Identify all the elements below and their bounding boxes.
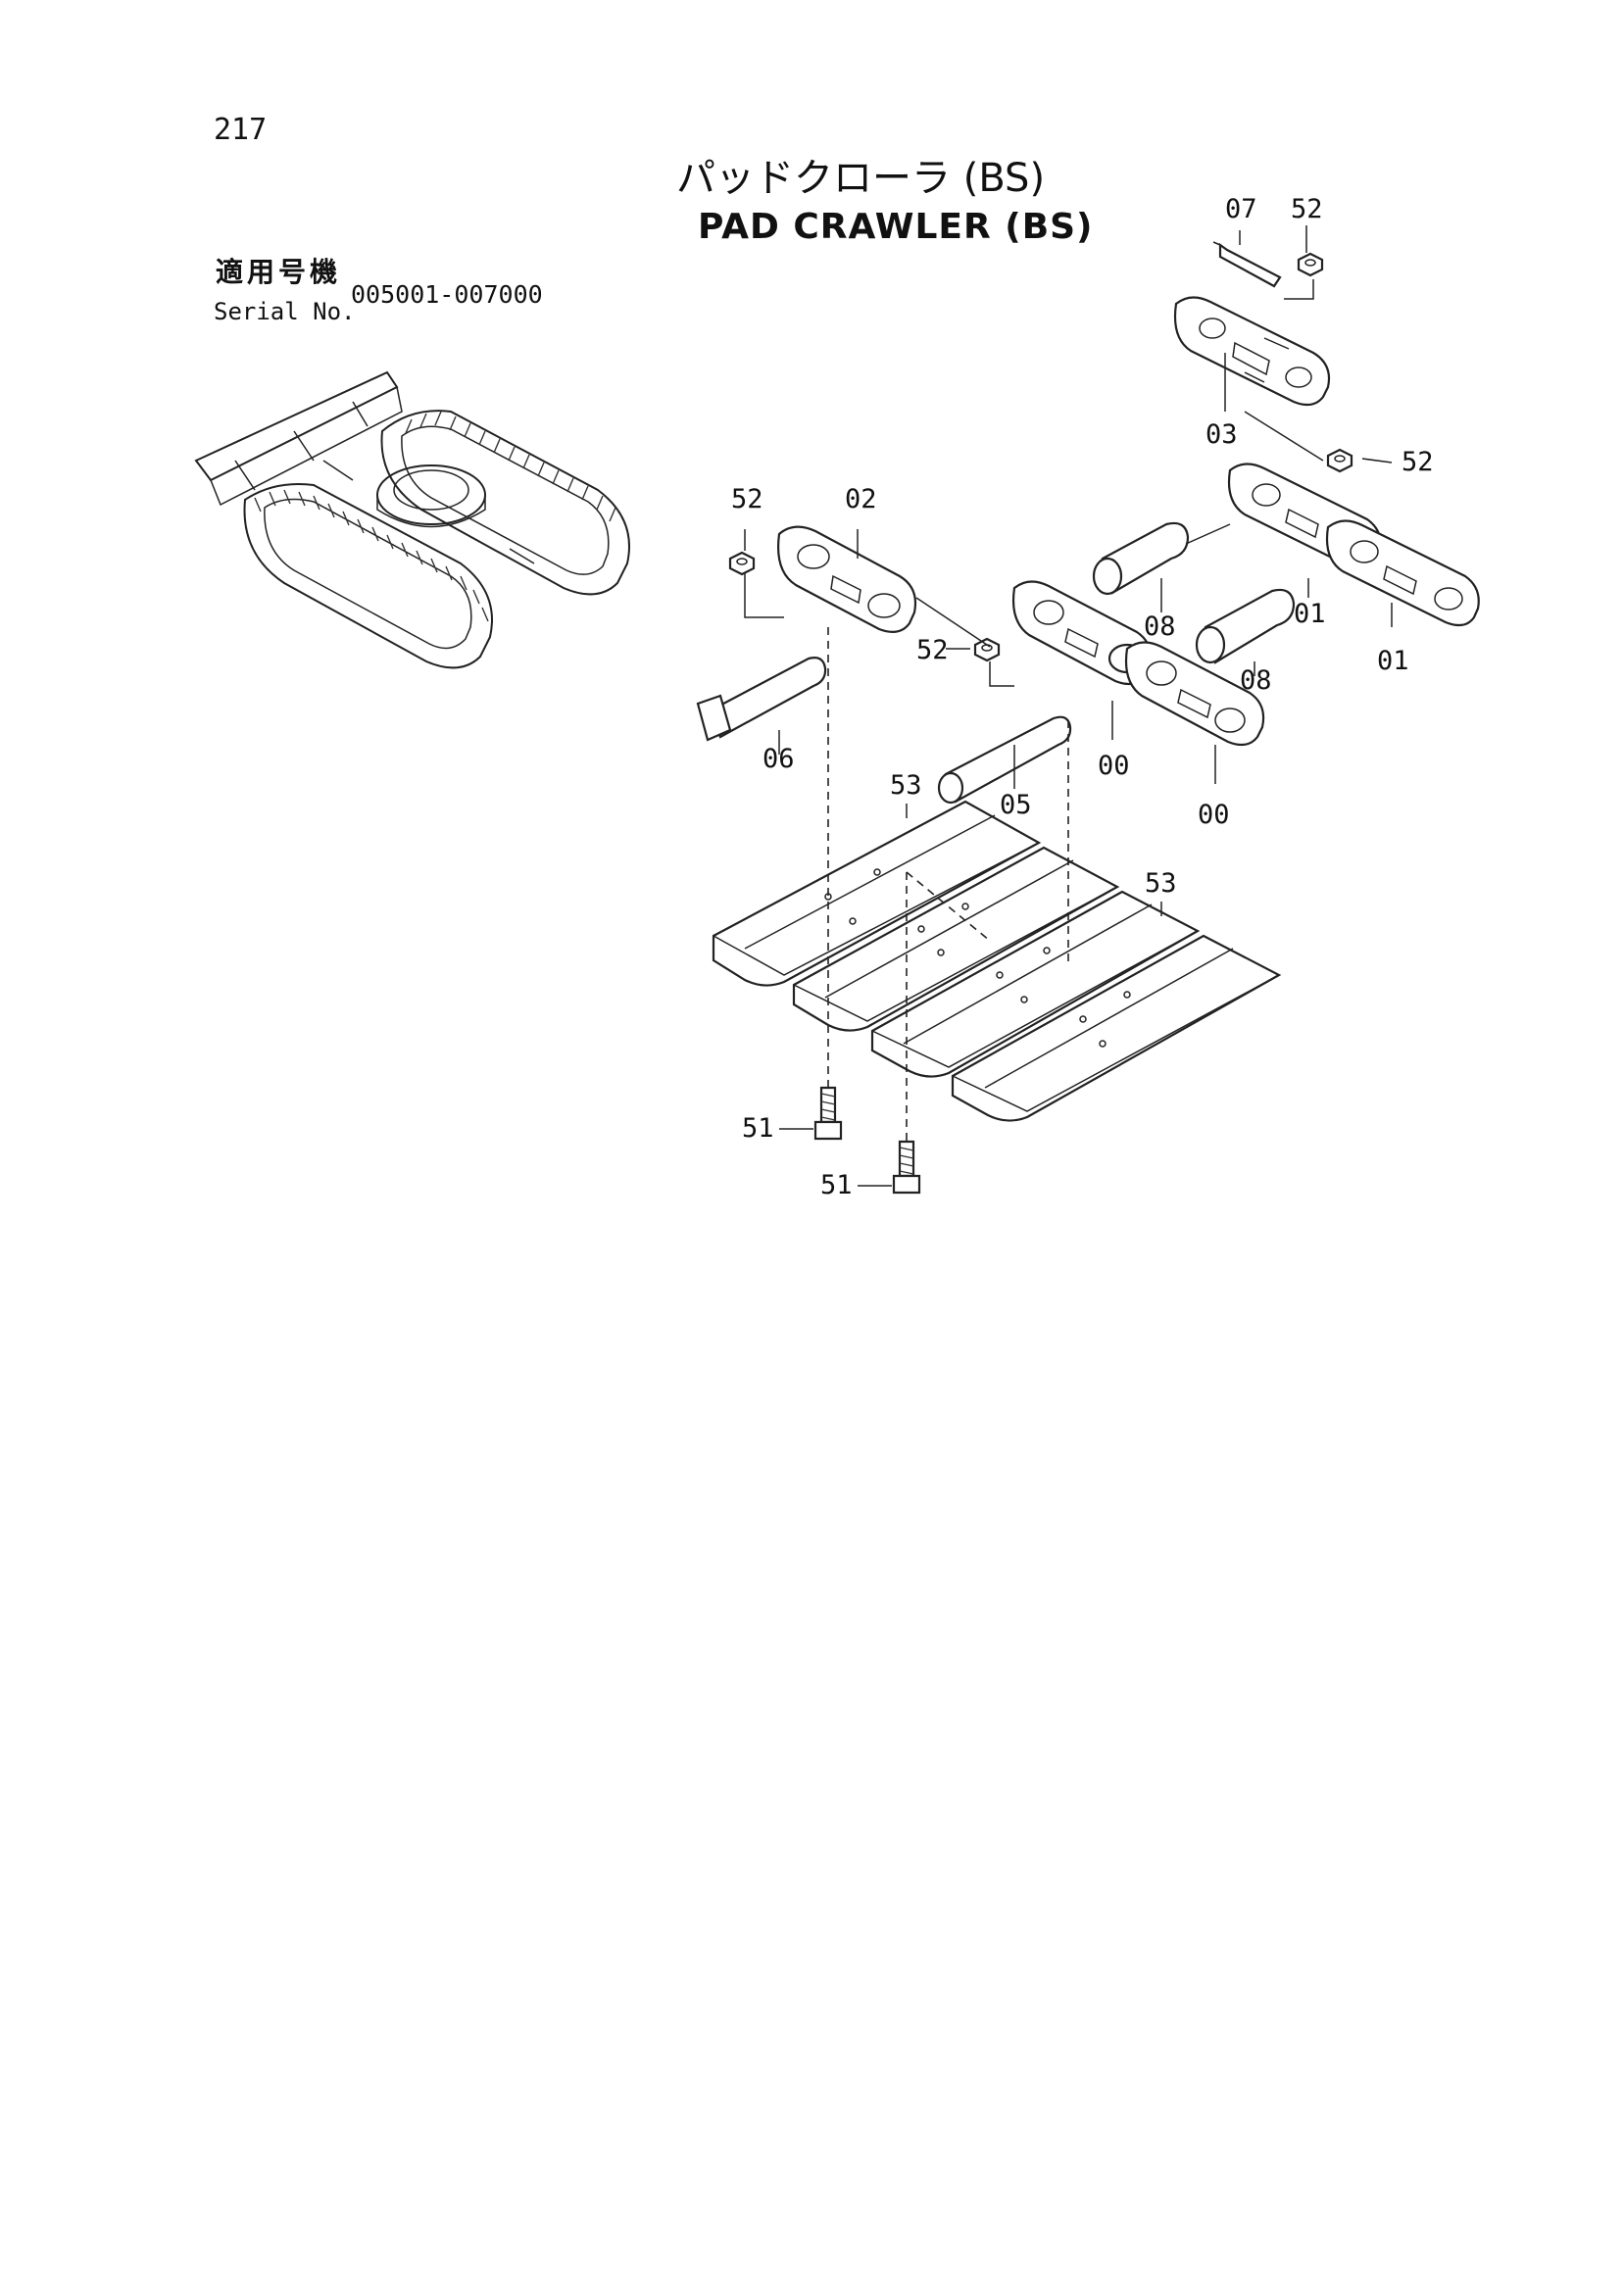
callout-02: 02 <box>845 484 877 514</box>
page-title-english: PAD CRAWLER (BS) <box>698 207 1094 247</box>
callout-00-upper: 00 <box>1098 751 1130 781</box>
bushing-08-lower <box>1195 588 1296 664</box>
link-assembly-01 <box>1227 448 1480 627</box>
excavator-overview-illustration <box>194 370 630 669</box>
callout-05: 05 <box>1000 790 1032 820</box>
callout-labels: 07 52 03 52 52 02 52 08 01 08 01 06 00 0… <box>731 194 1434 1200</box>
page-number: 217 <box>214 113 268 147</box>
bolt-51-right <box>892 1140 921 1195</box>
callout-08-lower: 08 <box>1240 665 1272 696</box>
serial-label-japanese: 適用号機 <box>216 256 342 288</box>
serial-number-range: 005001-007000 <box>351 280 543 309</box>
callout-53-right: 53 <box>1145 868 1177 899</box>
callout-51-left: 51 <box>742 1113 774 1144</box>
callout-51-right: 51 <box>820 1170 853 1200</box>
callout-06: 06 <box>762 744 795 774</box>
callout-01-left: 01 <box>1294 599 1326 629</box>
page-title-japanese: パッドクローラ (BS) <box>676 156 1046 201</box>
pin-06 <box>696 657 827 742</box>
callout-52-left: 52 <box>731 484 763 514</box>
callout-53-upper: 53 <box>890 770 922 801</box>
callout-leaders <box>744 225 1393 1187</box>
callout-07: 07 <box>1225 194 1257 224</box>
link-assembly-00 <box>973 580 1265 747</box>
callout-52-right: 52 <box>1402 447 1434 477</box>
callout-01-right: 01 <box>1377 646 1409 676</box>
callout-52-top: 52 <box>1291 194 1323 224</box>
link-assembly-03 <box>1173 241 1331 407</box>
pin-05 <box>937 715 1072 805</box>
serial-label-english: Serial No. <box>214 298 356 325</box>
callout-00-lower: 00 <box>1198 800 1230 830</box>
bolt-51-left <box>813 1086 843 1141</box>
bushing-08-upper <box>1092 521 1190 596</box>
link-assembly-02 <box>728 525 917 634</box>
callout-08-upper: 08 <box>1144 611 1176 642</box>
assembly-lines <box>827 411 1324 1142</box>
callout-52-center: 52 <box>916 635 949 665</box>
shoe-pads-53 <box>712 800 1282 1122</box>
callout-03: 03 <box>1205 419 1238 450</box>
